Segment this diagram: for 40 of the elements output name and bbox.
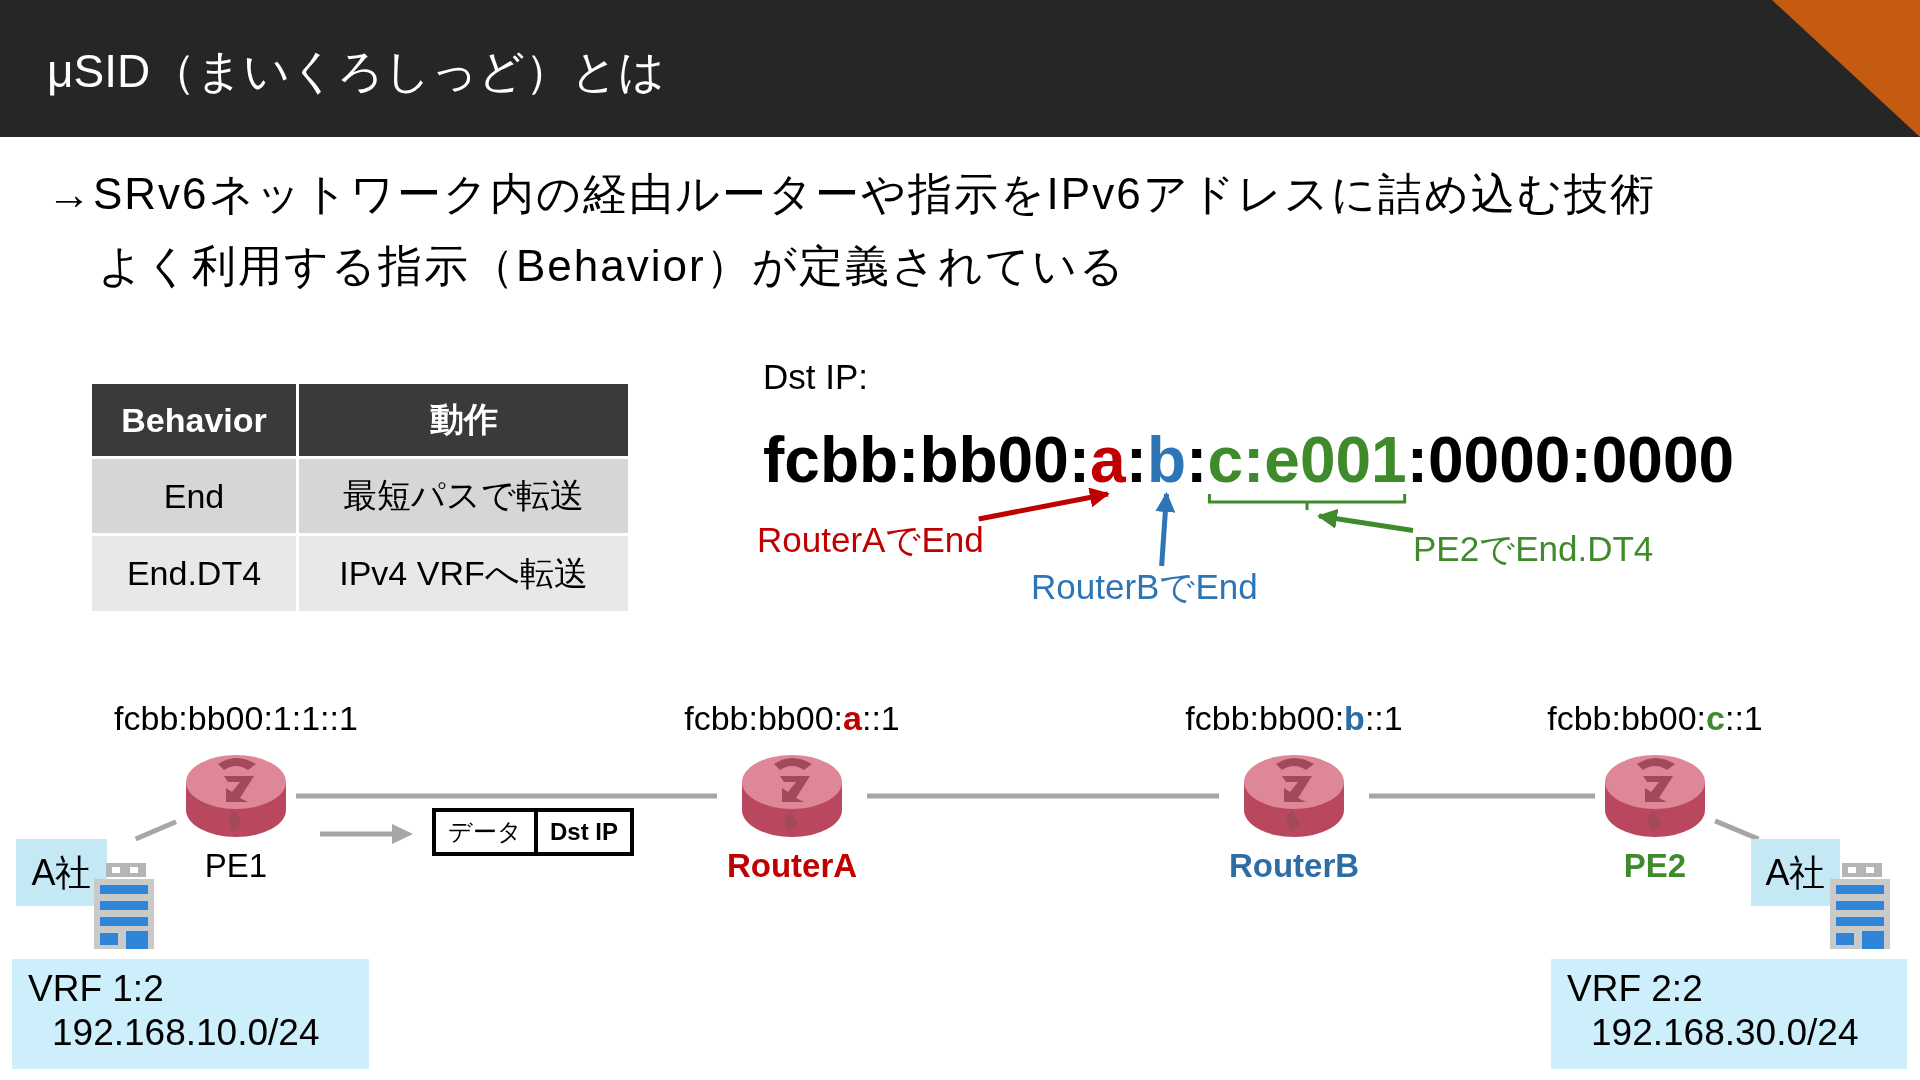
ip-address: fcbb:bb00:a:b:c:e001:0000:0000 [763,428,1735,492]
table-cell: 最短パスで転送 [299,459,628,533]
leader-arrow [978,487,1110,522]
annotation-text: PE2でEnd.DT4 [1413,528,1654,570]
vrf-name: VRF 2:2 [1567,967,1703,1011]
address-text: fcbb:bb00:c::1 [1546,698,1764,739]
leader-arrow [1155,492,1176,567]
field-caption: Dst IP: [763,356,869,398]
network-link [296,793,717,799]
vrf-name: VRF 1:2 [28,967,164,1011]
subtitle-text: よく利用する指示（Behavior）が定義されている [98,240,1126,292]
company-label: A社 [16,839,107,906]
router-name: RouterA [725,846,859,886]
table-header-cell: Behavior [92,384,296,456]
header-field: Dst IP [536,810,632,854]
address-text: fcbb:bb00:a::1 [683,698,901,739]
vrf-box [12,959,369,1069]
network-link [1369,793,1595,799]
payload-field: データ [434,810,536,854]
table-cell: End.DT4 [92,536,296,611]
network-link [134,819,177,842]
address-text: fcbb:bb00:b::1 [1184,698,1404,739]
router-name: PE1 [203,846,269,886]
subtitle-text: →SRv6ネットワーク内の経由ルーターや指示をIPv6アドレスに詰め込む技術 [47,168,1656,220]
annotation-text: RouterBでEnd [1031,566,1258,608]
network-link [1714,818,1760,842]
network-link [867,793,1219,799]
subnet-text: 192.168.30.0/24 [1591,1011,1859,1055]
leader-arrow [1317,508,1414,533]
table-cell: End [92,459,296,533]
subnet-text: 192.168.10.0/24 [52,1011,320,1055]
address-text: fcbb:bb00:1:1::1 [113,698,359,739]
company-label: A社 [1751,839,1840,906]
table-header-cell: 動作 [299,384,628,456]
router-name: PE2 [1622,846,1688,886]
vrf-box [1551,959,1907,1069]
table-cell: IPv4 VRFへ転送 [299,536,628,611]
annotation-text: RouterAでEnd [757,519,984,561]
slide-title: μSID（まいくろしっど）とは [47,44,666,99]
router-name: RouterB [1227,846,1361,886]
